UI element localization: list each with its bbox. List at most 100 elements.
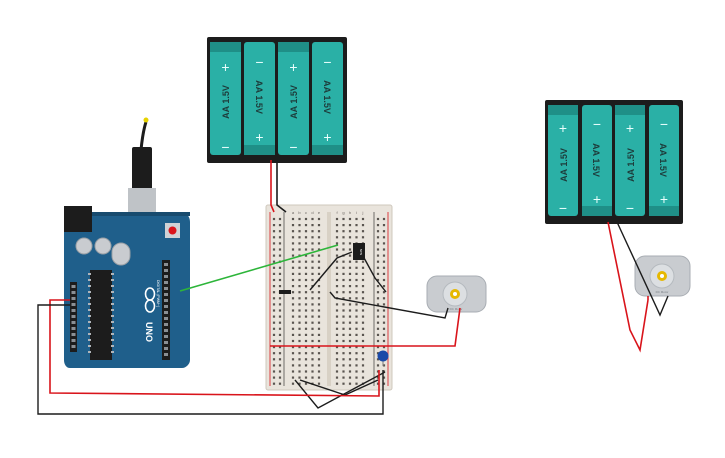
breadboard-hole[interactable] [278,315,282,318]
breadboard-hole[interactable] [382,297,386,300]
breadboard-hole[interactable] [335,346,339,349]
usb-cable[interactable] [128,117,156,217]
breadboard-hole[interactable] [342,364,345,367]
breadboard-hole[interactable] [317,254,321,257]
breadboard-hole[interactable] [311,297,314,300]
breadboard-hole[interactable] [348,285,352,288]
wire-black[interactable] [37,304,384,415]
header-pin[interactable] [164,317,168,320]
dc-motor-left[interactable]: DC Motor [426,275,487,313]
breadboard-hole[interactable] [361,333,365,336]
breadboard-hole[interactable] [298,260,301,263]
header-pin[interactable] [164,299,168,302]
breadboard-hole[interactable] [335,364,339,367]
breadboard-hole[interactable] [348,370,352,373]
breadboard-hole[interactable] [317,272,321,275]
breadboard-hole[interactable] [278,236,282,239]
breadboard-hole[interactable] [317,217,321,221]
breadboard-hole[interactable] [382,242,386,245]
breadboard-hole[interactable] [348,254,352,257]
breadboard-hole[interactable] [335,321,339,324]
breadboard-hole[interactable] [291,315,295,318]
arduino-uno[interactable]: UNO DIGITAL (PWM~) [64,117,190,369]
dc-motor-right[interactable]: DC Motor [634,255,691,297]
breadboard-hole[interactable] [298,248,301,251]
breadboard-hole[interactable] [355,339,358,343]
breadboard-hole[interactable] [304,376,308,379]
breadboard-hole[interactable] [291,346,295,349]
breadboard-hole[interactable] [335,266,339,269]
breadboard-hole[interactable] [376,266,380,269]
breadboard-hole[interactable] [355,333,358,336]
breadboard-hole[interactable] [304,242,308,245]
breadboard-hole[interactable] [304,321,308,324]
header-pin[interactable] [164,275,168,278]
breadboard-hole[interactable] [291,382,295,385]
breadboard-hole[interactable] [342,278,345,282]
breadboard-hole[interactable] [376,285,380,288]
breadboard-hole[interactable] [361,315,365,318]
breadboard-hole[interactable] [355,285,358,288]
breadboard-hole[interactable] [342,339,345,343]
breadboard-hole[interactable] [317,224,321,227]
breadboard-hole[interactable] [348,248,352,251]
breadboard-hole[interactable] [304,260,308,263]
breadboard-hole[interactable] [376,315,380,318]
breadboard-hole[interactable] [335,272,339,275]
breadboard-hole[interactable] [342,291,345,294]
breadboard-hole[interactable] [342,333,345,336]
breadboard-hole[interactable] [304,285,308,288]
breadboard-hole[interactable] [298,217,301,221]
breadboard-hole[interactable] [348,291,352,294]
breadboard-hole[interactable] [335,224,339,227]
breadboard-hole[interactable] [317,376,321,379]
breadboard-hole[interactable] [355,278,358,282]
breadboard-hole[interactable] [382,260,386,263]
breadboard-hole[interactable] [311,370,314,373]
wire-red[interactable] [270,160,275,213]
breadboard-hole[interactable] [348,352,352,355]
breadboard-hole[interactable] [278,266,282,269]
breadboard-hole[interactable] [361,339,365,343]
breadboard-hole[interactable] [348,217,352,221]
breadboard-hole[interactable] [298,333,301,336]
breadboard-hole[interactable] [355,303,358,306]
breadboard-hole[interactable] [317,266,321,269]
breadboard-hole[interactable] [278,278,282,282]
breadboard-hole[interactable] [335,285,339,288]
breadboard-hole[interactable] [311,260,314,263]
breadboard-hole[interactable] [376,291,380,294]
breadboard-hole[interactable] [342,327,345,330]
breadboard-hole[interactable] [376,224,380,227]
breadboard-hole[interactable] [291,327,295,330]
header-pin[interactable] [71,345,76,348]
breadboard-hole[interactable] [278,321,282,324]
breadboard-hole[interactable] [298,327,301,330]
breadboard-hole[interactable] [311,327,314,330]
breadboard-hole[interactable] [361,260,365,263]
breadboard-hole[interactable] [342,260,345,263]
breadboard-hole[interactable] [272,358,276,361]
breadboard-hole[interactable] [298,309,301,312]
breadboard-hole[interactable] [342,230,345,233]
breadboard-hole[interactable] [335,352,339,355]
breadboard-hole[interactable] [382,285,386,288]
breadboard-hole[interactable] [376,309,380,312]
breadboard-hole[interactable] [348,309,352,312]
breadboard-hole[interactable] [272,278,276,282]
power-jack[interactable] [64,206,92,232]
breadboard-hole[interactable] [272,236,276,239]
breadboard-hole[interactable] [355,224,358,227]
header-pin[interactable] [164,287,168,290]
breadboard-hole[interactable] [311,321,314,324]
breadboard-hole[interactable] [298,272,301,275]
breadboard-hole[interactable] [355,382,358,385]
breadboard-hole[interactable] [342,370,345,373]
header-pin[interactable] [164,263,168,266]
header-pin[interactable] [164,353,168,356]
breadboard-hole[interactable] [342,321,345,324]
breadboard-hole[interactable] [291,321,295,324]
breadboard-hole[interactable] [376,327,380,330]
breadboard-hole[interactable] [376,370,380,373]
